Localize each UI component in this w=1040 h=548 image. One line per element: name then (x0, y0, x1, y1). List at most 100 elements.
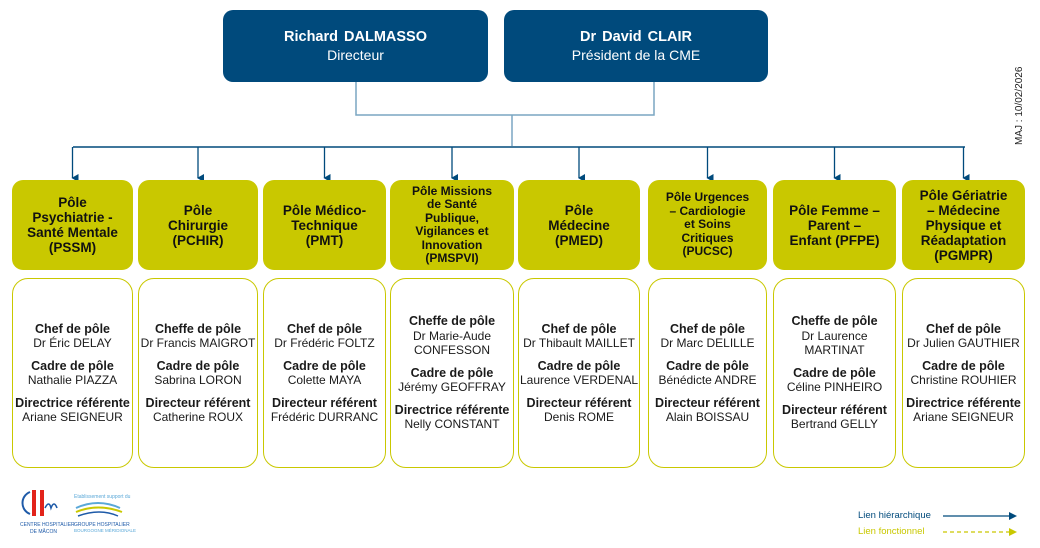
pole-title-3: Pôle Médico-Technique(PMT) (263, 180, 386, 270)
staff-role-title: Directeur référent (655, 395, 760, 410)
staff-person-name: Dr Thibault MAILLET (523, 336, 635, 350)
staff-role-title: Chef de pôle (925, 321, 1001, 336)
staff-role-title: Cheffe de pôle (408, 314, 496, 329)
legend-hierarchical: Lien hiérarchique (858, 510, 931, 521)
staff-person-name: Ariane SEIGNEUR (913, 410, 1014, 424)
staff-role-title: Cadre de pôle (537, 358, 621, 373)
staff-person-name: Dr Francis MAIGROT (140, 336, 256, 350)
staff-person-name: Dr Éric DELAY (33, 336, 112, 350)
staff-role-title: Directeur référent (145, 395, 251, 410)
legend-functional-arrow-icon (943, 528, 1017, 536)
staff-person-name: Nathalie PIAZZA (27, 373, 118, 387)
staff-person-name: Laurence VERDENAL (519, 373, 639, 387)
staff-role-title: Directrice référente (394, 402, 510, 417)
staff-person-name: Alain BOISSAU (665, 410, 750, 424)
logo-group-line2: BOURGOGNE MÉRIDIONALE (74, 527, 136, 533)
staff-person-name: Bénédicte ANDRE (658, 373, 757, 387)
staff-role-title: Chef de pôle (34, 321, 110, 336)
staff-person-name: Sabrina LORON (154, 373, 242, 387)
staff-role-title: Cheffe de pôle (154, 321, 242, 336)
cme-president-box: Dr David CLAIR Président de la CME (504, 10, 768, 82)
staff-role-title: Directrice référente (15, 395, 130, 410)
staff-person-name: Dr Marie-Aude CONFESSON (412, 328, 492, 358)
staff-role-title: Directrice référente (906, 395, 1021, 410)
staff-role-title: Cadre de pôle (283, 358, 366, 373)
logo-hospital-line1: CENTRE HOSPITALIER (20, 522, 75, 528)
staff-person-name: Dr Marc DELILLE (660, 336, 755, 350)
update-date: MAJ : 10/02/2026 (1014, 66, 1025, 145)
staff-person-name: Céline PINHEIRO (786, 380, 883, 395)
staff-person-name: Dr Julien GAUTHIER (907, 336, 1020, 350)
staff-role-title: Cadre de pôle (31, 358, 114, 373)
staff-person-name: Colette MAYA (287, 373, 362, 387)
staff-role-title: Directeur référent (526, 395, 632, 410)
staff-person-name: Catherine ROUX (152, 410, 244, 424)
legend-hierarchical-arrow-icon (943, 512, 1017, 520)
legend-functional-label: Lien fonctionnel (858, 526, 925, 537)
legend-hierarchical-label: Lien hiérarchique (858, 510, 931, 521)
cme-president-name: Dr David CLAIR (580, 29, 692, 45)
staff-person-name: Nelly CONSTANT (404, 417, 500, 432)
staff-person-name: Frédéric DURRANC (270, 410, 379, 424)
director-role: Directeur (327, 47, 384, 63)
logo-hospital-line2: DE MÂCON (30, 528, 57, 535)
staff-role-title: Cadre de pôle (922, 358, 1005, 373)
staff-person-name: Dr Laurence MARTINAT (801, 328, 868, 358)
staff-role-title: Directeur référent (782, 402, 887, 417)
staff-role-title: Chef de pôle (286, 321, 362, 336)
staff-role-title: Cadre de pôle (793, 365, 876, 380)
staff-person-name: Bertrand GELLY (790, 417, 879, 432)
connector-top (355, 82, 655, 116)
legend-functional: Lien fonctionnel (858, 526, 925, 537)
staff-role-title: Chef de pôle (669, 321, 745, 336)
pole-title-7: Pôle Femme –Parent –Enfant (PFPE) (773, 180, 896, 270)
cme-president-role: Président de la CME (571, 47, 701, 63)
director-name: Richard DALMASSO (284, 29, 427, 45)
director-box: Richard DALMASSO Directeur (223, 10, 488, 82)
staff-person-name: Jérémy GEOFFRAY (398, 380, 506, 395)
staff-role-title: Cadre de pôle (666, 358, 749, 373)
staff-role-title: Cadre de pôle (410, 365, 494, 380)
staff-person-name: Christine ROUHIER (910, 373, 1017, 387)
staff-person-name: Dr Frédéric FOLTZ (274, 336, 375, 350)
logo-support-text: Etablissement support du (74, 494, 131, 500)
staff-role-title: Cheffe de pôle (791, 314, 878, 329)
staff-role-title: Cadre de pôle (156, 358, 240, 373)
staff-role-title: Chef de pôle (541, 321, 617, 336)
